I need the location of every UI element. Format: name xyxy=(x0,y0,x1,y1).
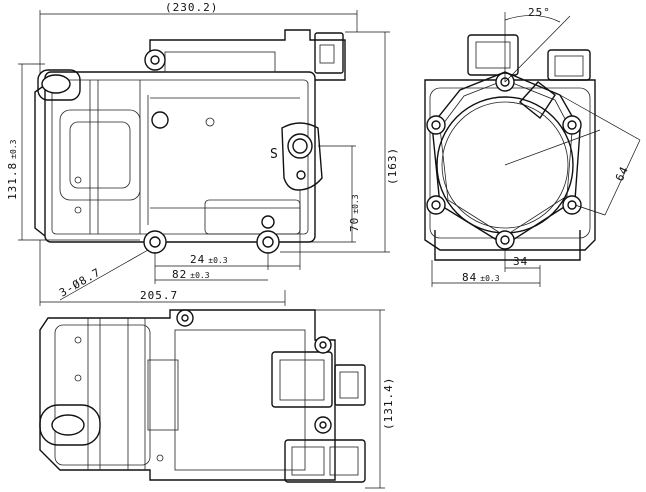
dim-radius-64: 64 xyxy=(613,164,631,183)
dim-total-height: (163) xyxy=(386,147,399,185)
dim-side-width: 84 xyxy=(462,271,477,284)
dim-port-height-tol: ±0.3 xyxy=(351,194,360,213)
dim-top-width: (230.2) xyxy=(165,1,218,14)
dim-span-82-tol: ±0.3 xyxy=(190,271,209,280)
bottom-view xyxy=(39,309,366,483)
dim-left-height: 131.8 xyxy=(6,162,19,200)
dim-span-24: 24 xyxy=(190,253,205,266)
dim-angle: 25° xyxy=(528,6,551,19)
bottom-view-dimensions: (131.4) xyxy=(315,309,395,489)
svg-text:70±0.3: 70 ±0.3 xyxy=(348,194,361,232)
svg-text:84±0.3: 84±0.3 xyxy=(462,271,500,284)
side-view xyxy=(424,34,601,261)
dim-span-82: 82 xyxy=(172,268,187,281)
side-view-dimensions: 25° 64 84±0.3 34 xyxy=(431,6,641,287)
svg-text:131.8±0.3: 131.8 ±0.3 xyxy=(6,139,19,200)
dim-left-height-tol: ±0.3 xyxy=(9,139,18,158)
dim-side-width-tol: ±0.3 xyxy=(480,274,499,283)
svg-text:82±0.3: 82±0.3 xyxy=(172,268,210,281)
svg-text:24±0.3: 24±0.3 xyxy=(190,253,228,266)
dim-bottom-height: (131.4) xyxy=(382,377,395,430)
front-view: S xyxy=(34,29,346,254)
dim-overall-length: 205.7 xyxy=(140,289,178,302)
front-view-dimensions: (230.2) 131.8±0.3 (163) 70±0.3 24±0.3 82… xyxy=(6,1,399,306)
dim-offset-34: 34 xyxy=(513,255,528,268)
dim-holes: 3-Ø8.7 xyxy=(57,265,103,299)
dim-port-height: 70 xyxy=(348,217,361,232)
suction-port-label: S xyxy=(270,147,279,162)
dim-span-24-tol: ±0.3 xyxy=(208,256,227,265)
